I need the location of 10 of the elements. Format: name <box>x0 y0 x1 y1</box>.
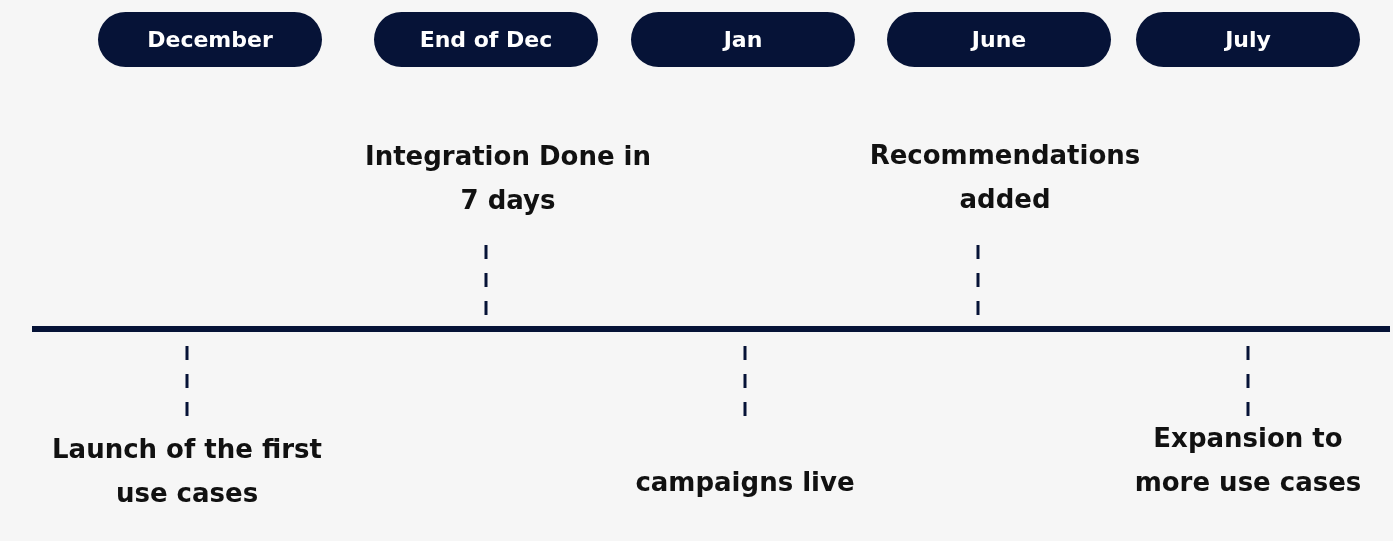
milestone-text: Expansion to more use cases <box>1133 422 1363 499</box>
milestone-text: Launch of the first use cases <box>51 433 323 510</box>
month-pill: July <box>1136 12 1360 67</box>
month-pill: End of Dec <box>374 12 598 67</box>
month-pill: December <box>98 12 322 67</box>
milestone-text: Integration Done in 7 days <box>363 140 653 217</box>
milestone-text: campaigns live <box>635 466 855 499</box>
month-pill: Jan <box>631 12 855 67</box>
milestone-text: Recommendations added <box>868 139 1142 216</box>
month-pill: June <box>887 12 1111 67</box>
